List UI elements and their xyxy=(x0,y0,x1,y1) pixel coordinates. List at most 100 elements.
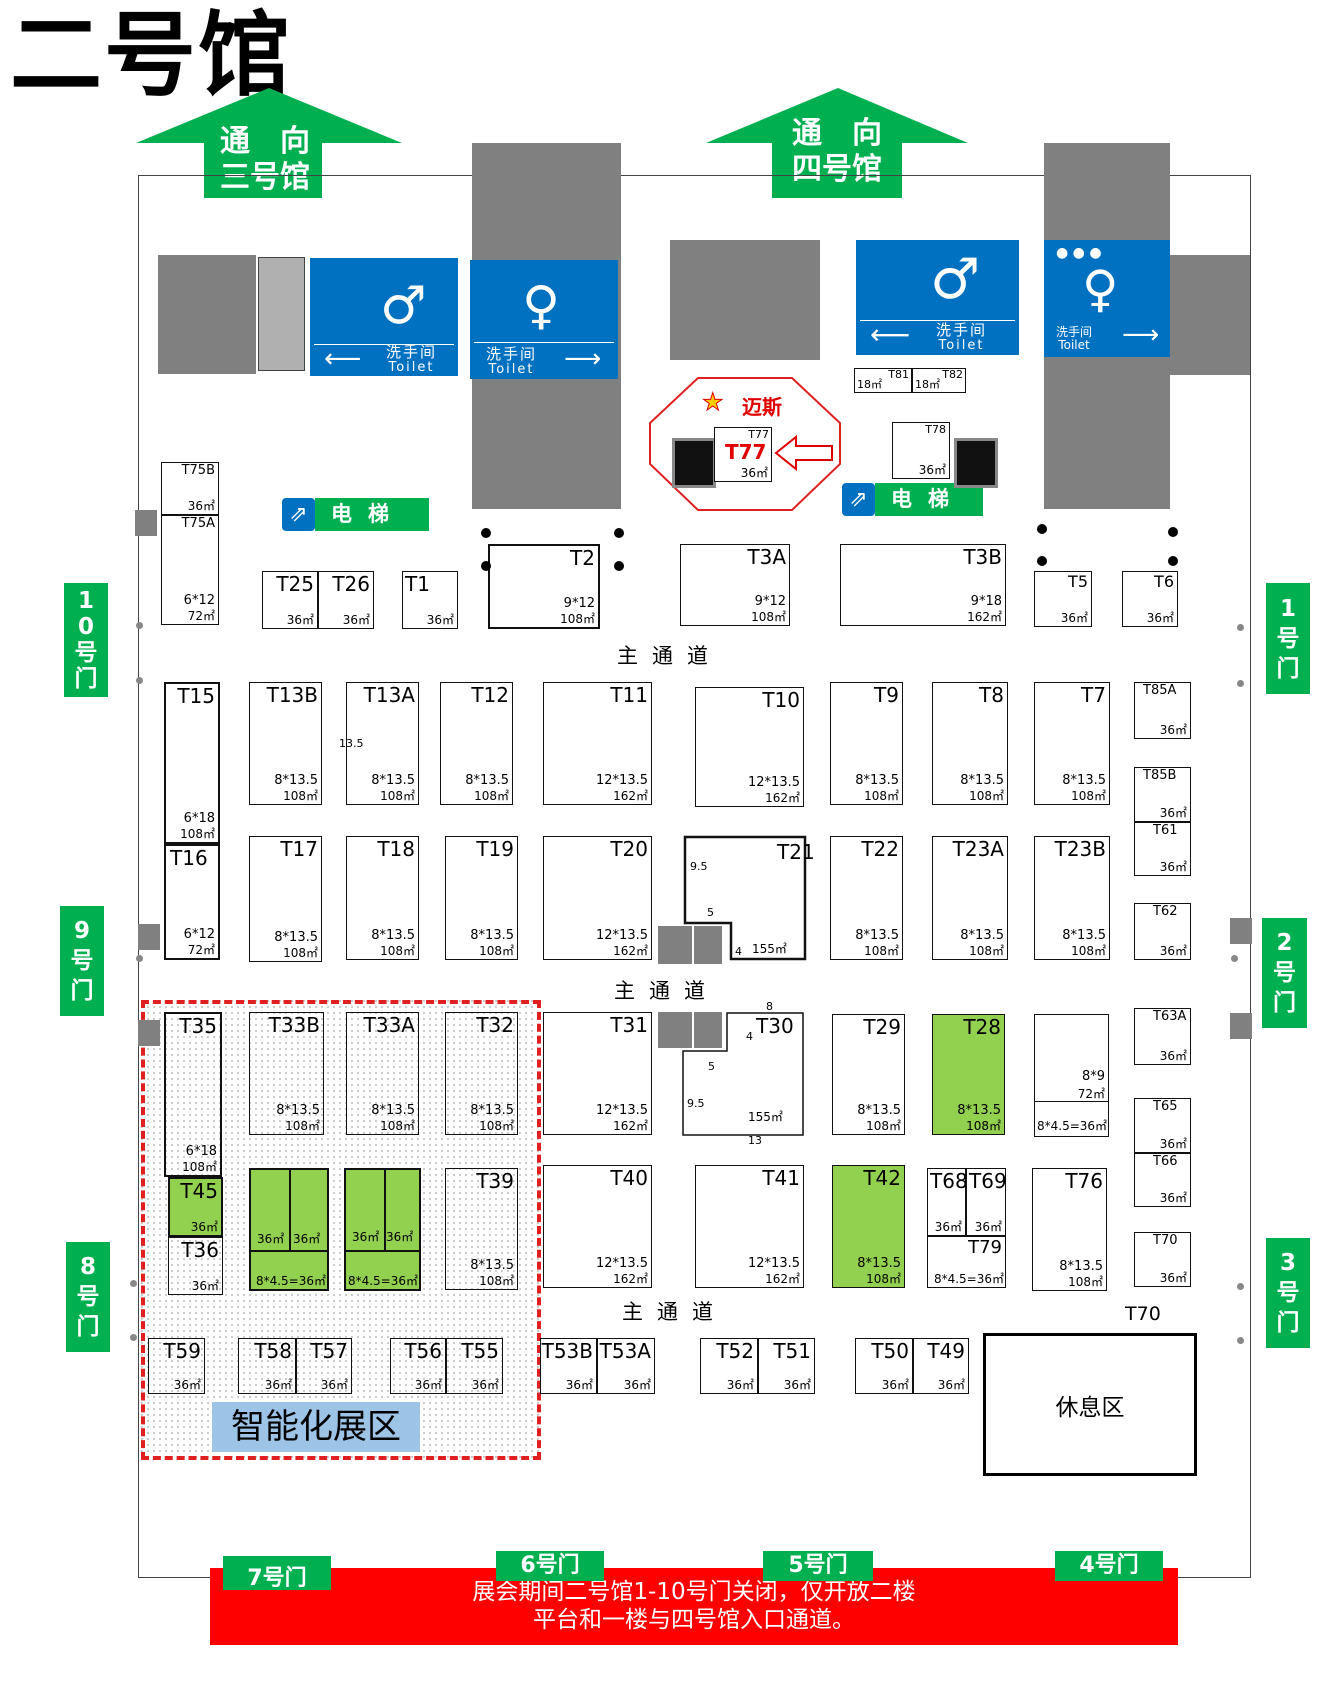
arrow-to-hall-3-icon xyxy=(136,88,402,198)
booth-T75B[interactable]: T75B 36㎡ xyxy=(161,462,219,515)
door-2: 2 号 门 xyxy=(1262,918,1307,1028)
main-aisle-label: 主通道 xyxy=(617,644,722,668)
smart-zone-label: 智能化展区 xyxy=(212,1402,420,1452)
booth-T8x9[interactable]: 8*9 72㎡ 8*4.5=36㎡ xyxy=(1034,1014,1109,1137)
door-7: 7号门 xyxy=(223,1556,331,1591)
wall-block xyxy=(258,257,305,371)
elevator-sign: ⇗ 电梯 xyxy=(282,498,429,531)
booth-T81[interactable]: T81 18㎡ xyxy=(854,368,912,393)
booth-T82[interactable]: T82 18㎡ xyxy=(912,368,966,393)
arrow-to-hall-3-label: 通 向三号馆 xyxy=(220,124,310,195)
arrow-left-icon xyxy=(774,434,833,472)
door-10: 1 0 号 门 xyxy=(64,583,108,697)
main-aisle-label: 主通道 xyxy=(614,979,719,1003)
arrow-left-icon: ⟵ xyxy=(324,344,362,374)
booth-T30-id: T30 xyxy=(756,1014,794,1038)
door-9: 9 号 门 xyxy=(60,906,104,1016)
arrow-to-hall-4-label: 通 向四号馆 xyxy=(792,116,882,187)
pillar xyxy=(672,438,716,488)
door-8: 8 号 门 xyxy=(66,1242,110,1352)
arrow-right-icon: ⟶ xyxy=(1122,320,1160,350)
wall-block xyxy=(1170,255,1250,375)
booth-T78[interactable]: T78 36㎡ xyxy=(892,422,950,479)
escalator-icon: ⇗ xyxy=(842,483,875,516)
door-1: 1 号 门 xyxy=(1266,583,1310,694)
arrow-left-icon: ⟵ xyxy=(870,318,911,351)
booth-T30[interactable] xyxy=(681,1011,805,1137)
pillar xyxy=(954,438,998,488)
hall-title: 二号馆 xyxy=(10,2,293,109)
booth-T77[interactable]: T77 T77 36㎡ xyxy=(714,427,772,482)
man-icon: ♂ xyxy=(380,276,427,336)
booth-T21[interactable] xyxy=(683,835,807,961)
booth-T75A[interactable]: T75A 6*12 72㎡ xyxy=(161,515,219,625)
booth-group-green-2[interactable]: 36㎡ 36㎡ 8*4.5=36㎡ xyxy=(344,1168,421,1291)
door-5: 5号门 xyxy=(763,1551,873,1581)
label-T70: T70 xyxy=(1125,1303,1161,1325)
booth-group-green-1[interactable]: 36㎡ 36㎡ 8*4.5=36㎡ xyxy=(249,1168,329,1291)
